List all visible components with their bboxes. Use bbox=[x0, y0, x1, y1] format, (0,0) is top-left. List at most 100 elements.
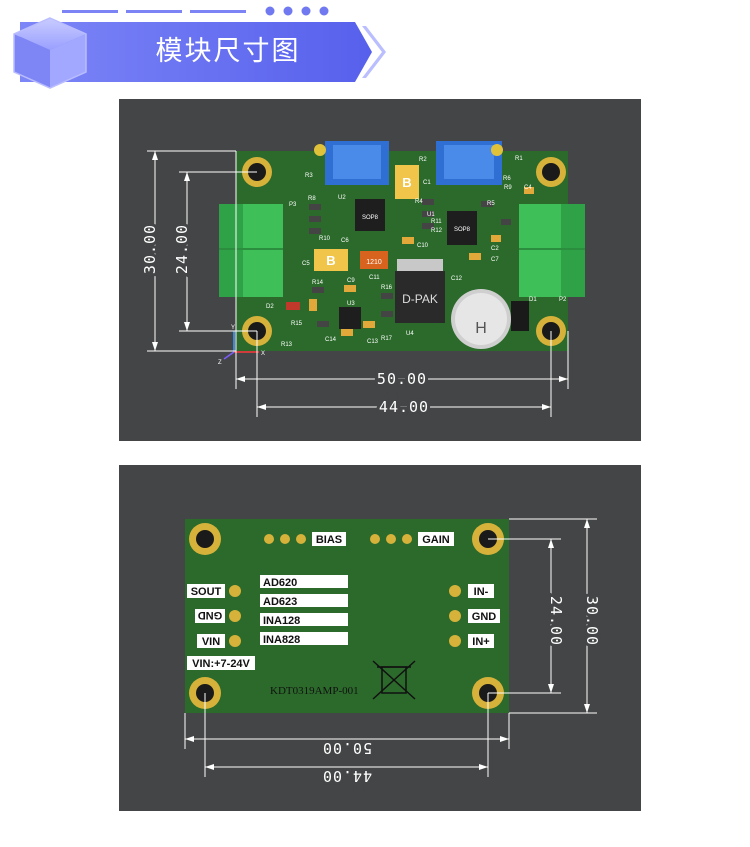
smd-capacitors bbox=[309, 187, 534, 336]
svg-text:D2: D2 bbox=[266, 304, 274, 310]
amp-box bbox=[260, 632, 348, 645]
dim-height-outer-mirrored: 30.00 bbox=[583, 596, 601, 646]
banner-edge bbox=[362, 26, 386, 78]
svg-text:D1: D1 bbox=[529, 297, 537, 303]
amp-box bbox=[260, 575, 348, 588]
sout-label: SOUT bbox=[191, 586, 222, 598]
svg-text:R5: R5 bbox=[487, 201, 495, 207]
bias-label: BIAS bbox=[316, 534, 342, 546]
vin-range-box bbox=[187, 656, 255, 670]
mounting-hole bbox=[189, 523, 221, 555]
svg-text:C2: C2 bbox=[491, 246, 499, 252]
bias-label-box bbox=[312, 532, 346, 546]
svg-text:P3: P3 bbox=[289, 202, 297, 208]
svg-text:R17: R17 bbox=[381, 336, 393, 342]
vin-label: VIN bbox=[202, 636, 220, 648]
svg-text:R1: R1 bbox=[515, 156, 523, 162]
svg-text:C10: C10 bbox=[417, 243, 429, 249]
amp-item-ad620: AD620 bbox=[263, 577, 297, 589]
svg-text:C6: C6 bbox=[341, 238, 349, 244]
svg-text:U2: U2 bbox=[338, 195, 346, 201]
board-name: KDT0319AMP-001 bbox=[270, 685, 359, 697]
gain-label: GAIN bbox=[422, 534, 450, 546]
deco-dot bbox=[319, 6, 329, 16]
deco-dash bbox=[62, 10, 118, 13]
trimpot-right bbox=[436, 141, 503, 185]
gnd-left-label-box bbox=[195, 609, 225, 623]
dim-height-outer: 30.00 bbox=[141, 224, 159, 274]
svg-text:SOP8: SOP8 bbox=[454, 227, 471, 233]
electrolytic-cap: H bbox=[451, 289, 511, 349]
svg-text:U1: U1 bbox=[427, 212, 435, 218]
svg-text:R4: R4 bbox=[415, 199, 423, 205]
chip-u2: SOP8 bbox=[355, 199, 385, 231]
gnd-left-label: GND bbox=[198, 609, 223, 621]
banner-shape bbox=[20, 22, 372, 82]
bottom-view-panel: BIAS GAIN SOUT GND VIN VIN:+7-24V AD620 … bbox=[119, 465, 641, 811]
dim-width-inner-mirrored: 44.00 bbox=[322, 767, 372, 785]
svg-text:C5: C5 bbox=[302, 261, 310, 267]
top-view-panel: SOP8 SOP8 B B 1210 D-PAK H bbox=[119, 99, 641, 441]
svg-text:R15: R15 bbox=[291, 321, 303, 327]
gain-label-box bbox=[418, 532, 454, 546]
svg-text:Z: Z bbox=[218, 360, 222, 366]
dim-height-inner-mirrored: 24.00 bbox=[547, 596, 565, 646]
left-pads bbox=[229, 585, 241, 647]
axis-indicator: Y Z X bbox=[218, 325, 265, 366]
smd-resistors bbox=[309, 199, 511, 327]
svg-text:H: H bbox=[475, 320, 487, 337]
svg-text:B: B bbox=[402, 175, 411, 190]
trimpot-left bbox=[314, 141, 389, 185]
deco-dot bbox=[301, 6, 311, 16]
dim-width-outer-mirrored: 50.00 bbox=[322, 739, 372, 757]
svg-text:R9: R9 bbox=[504, 185, 512, 191]
svg-text:Y: Y bbox=[231, 325, 235, 331]
svg-text:R13: R13 bbox=[281, 342, 293, 348]
diode-d2 bbox=[286, 302, 300, 310]
svg-text:C1: C1 bbox=[423, 180, 431, 186]
svg-text:B: B bbox=[326, 253, 335, 268]
in-minus-label: IN- bbox=[474, 586, 489, 598]
weee-bin-icon bbox=[372, 660, 416, 700]
part-1210: 1210 bbox=[360, 251, 388, 269]
banner-graphic bbox=[13, 6, 386, 89]
dim-height-inner: 24.00 bbox=[173, 224, 191, 274]
bias-pins bbox=[264, 534, 306, 544]
dpak-regulator: D-PAK bbox=[395, 259, 445, 323]
in-plus-label: IN+ bbox=[472, 636, 489, 648]
page-title: 模块尺寸图 bbox=[155, 36, 301, 67]
amp-box bbox=[260, 594, 348, 607]
svg-text:R3: R3 bbox=[305, 173, 313, 179]
svg-text:R6: R6 bbox=[503, 176, 511, 182]
vin-range-label: VIN:+7-24V bbox=[192, 658, 250, 670]
terminal-block-left bbox=[219, 204, 283, 297]
diode-d1 bbox=[511, 301, 529, 331]
amp-item-ina828: INA828 bbox=[263, 634, 300, 646]
svg-text:D-PAK: D-PAK bbox=[402, 292, 438, 306]
amp-item-ad623: AD623 bbox=[263, 596, 297, 608]
svg-text:R14: R14 bbox=[312, 280, 324, 286]
svg-text:R11: R11 bbox=[431, 219, 442, 225]
sout-label-box bbox=[187, 584, 225, 598]
svg-text:C14: C14 bbox=[325, 337, 337, 343]
svg-text:R16: R16 bbox=[381, 285, 393, 291]
chip-u1: SOP8 bbox=[447, 211, 477, 245]
dimension-arrows-bottom bbox=[185, 519, 590, 770]
dimension-lines-top bbox=[147, 150, 569, 417]
top-view-drawing: SOP8 SOP8 B B 1210 D-PAK H bbox=[138, 141, 585, 419]
svg-text:R2: R2 bbox=[419, 157, 427, 163]
vin-label-box bbox=[197, 634, 225, 648]
svg-text:C13: C13 bbox=[367, 339, 379, 345]
terminal-block-right bbox=[519, 204, 585, 297]
svg-text:R12: R12 bbox=[431, 228, 443, 234]
gnd-right-label: GND bbox=[472, 611, 497, 623]
svg-text:C9: C9 bbox=[347, 278, 355, 284]
svg-text:P2: P2 bbox=[559, 297, 567, 303]
svg-text:C11: C11 bbox=[369, 275, 380, 281]
dim-width-inner: 44.00 bbox=[379, 398, 429, 416]
svg-text:C12: C12 bbox=[451, 276, 463, 282]
in-plus-label-box bbox=[468, 634, 494, 648]
deco-dot bbox=[283, 6, 293, 16]
svg-text:X: X bbox=[261, 351, 265, 357]
cube-icon bbox=[13, 17, 87, 89]
